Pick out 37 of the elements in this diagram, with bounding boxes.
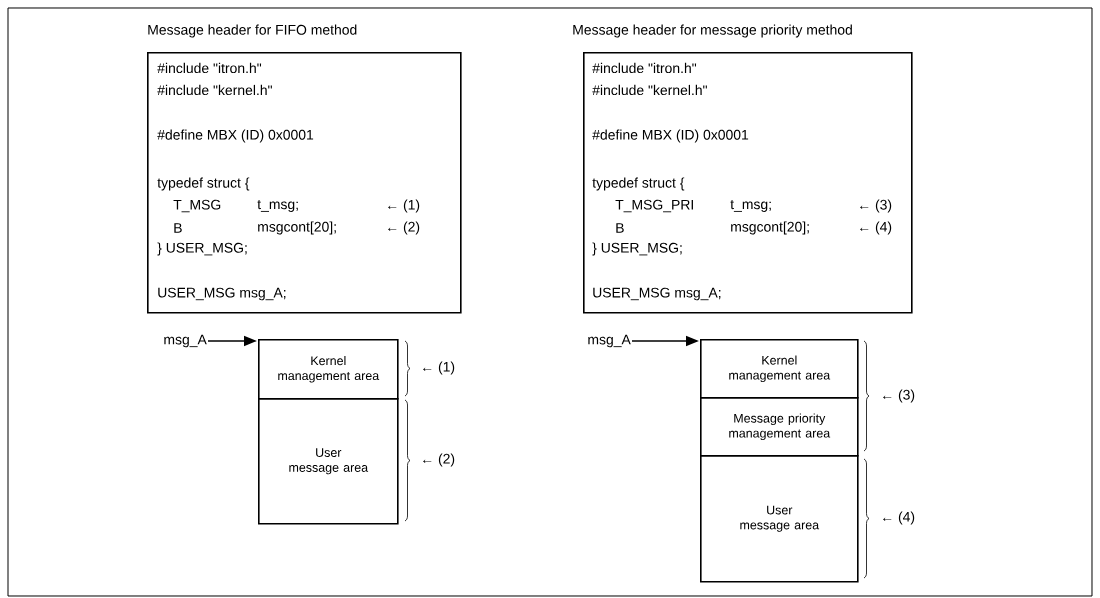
pointer-label: msg_A [164,334,207,348]
code-line: #define MBX (ID) 0x0001 [592,129,749,143]
code-line: t_msg; [730,200,771,212]
memory-area-box: User message area [700,455,859,583]
callout-label: ← (3) [883,389,915,403]
code-line: ← (1) [388,199,420,213]
code-line: #include "kernel.h" [592,84,707,96]
code-line: } USER_MSG; [592,242,682,256]
code-line: #include "kernel.h" [157,84,272,96]
code-line: #include "itron.h" [592,62,697,74]
memory-area-box: Message priority management area [700,397,859,457]
code-line: T_MSG_PRI [615,199,693,213]
callout-label: ← (4) [883,511,915,525]
heading: Message header for FIFO method [148,24,357,38]
code-line: typedef struct { [157,177,250,191]
heading: Message header for message priority method [573,24,852,38]
pointer-label: msg_A [588,334,631,348]
code-line: USER_MSG msg_A; [593,287,721,301]
code-line: ← (3) [860,199,892,213]
code-line: msgcont[20]; [258,221,336,235]
code-line: #define MBX (ID) 0x0001 [157,129,314,143]
memory-area-box: User message area [258,398,399,525]
callout-label: ← (1) [423,361,455,375]
memory-area-box: Kernel management area [700,339,859,399]
code-line: t_msg; [257,200,298,212]
code-line: ← (2) [388,221,420,235]
code-line: ← (4) [860,221,892,235]
callout-label: ← (2) [423,453,455,467]
code-line: T_MSG [173,199,221,213]
code-line: } USER_MSG; [157,242,247,256]
code-line: #include "itron.h" [157,62,262,74]
code-line: B [616,223,624,233]
code-line: msgcont[20]; [731,221,809,235]
code-line: typedef struct { [592,177,685,191]
code-line: B [174,223,182,233]
memory-area-box: Kernel management area [258,339,399,400]
code-line: USER_MSG msg_A; [158,287,286,301]
